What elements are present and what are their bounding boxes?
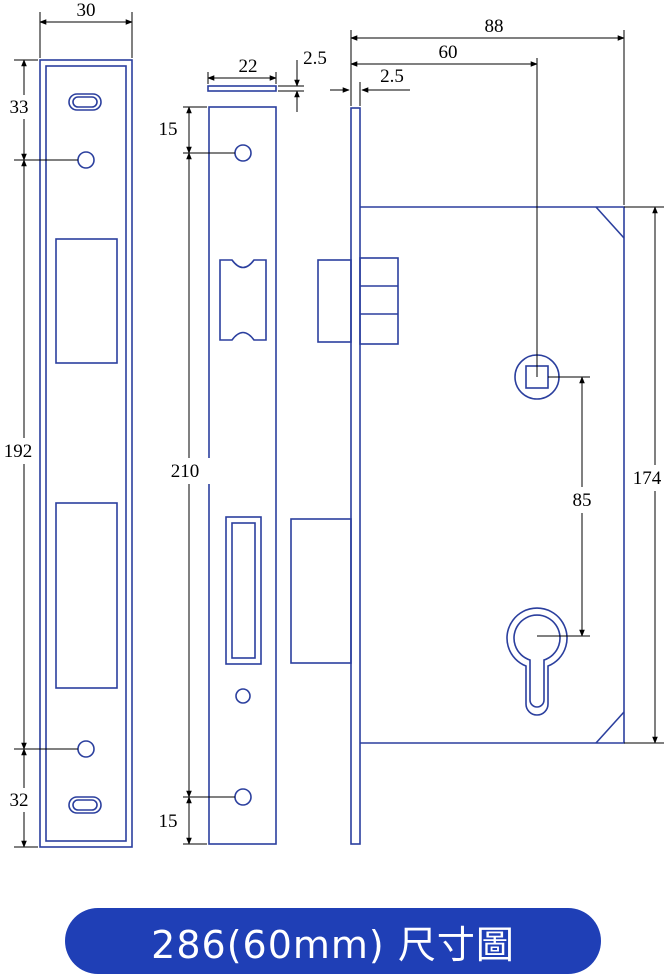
strike-bottom-offset-label: 15	[159, 811, 178, 832]
caption-banner: 286(60mm) 尺寸圖	[65, 908, 601, 974]
spindle-to-cylinder-label: 85	[573, 490, 592, 511]
case-depth-label: 88	[485, 16, 504, 37]
lock-body-dimensions: 88 60 2.5 85 174	[330, 16, 666, 744]
caption-title: 286(60mm) 尺寸圖	[151, 922, 515, 967]
strike-plate-dimensions: 22 2.5 15 210 15	[152, 48, 327, 845]
plate-thickness-a-label: 2.5	[303, 48, 327, 69]
faceplate	[39, 59, 133, 848]
case-height-label: 174	[633, 468, 662, 489]
top-hole-offset-label: 33	[10, 97, 29, 118]
bottom-hole-offset-label: 32	[10, 790, 29, 811]
backset-label: 60	[439, 42, 458, 63]
faceplate-width-label: 30	[77, 0, 96, 21]
lock-body	[290, 107, 625, 845]
strike-length-label: 210	[171, 461, 200, 482]
strike-top-offset-label: 15	[159, 119, 178, 140]
hole-spacing-label: 192	[4, 441, 33, 462]
strike-plate	[207, 85, 277, 845]
strike-width-label: 22	[239, 56, 258, 77]
faceplate-dimensions: 30 33 192 32	[0, 0, 133, 848]
plate-thickness-b-label: 2.5	[380, 66, 404, 87]
